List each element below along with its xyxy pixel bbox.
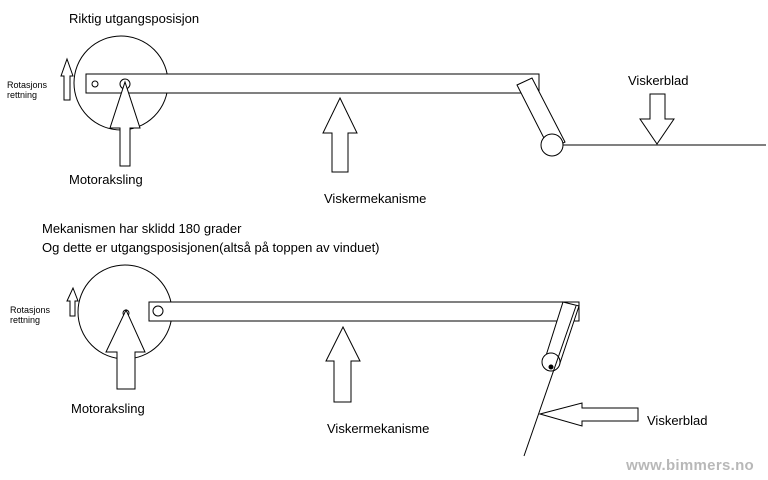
bottom-wiper-blade-arrow [538, 402, 639, 427]
top-mechanism-arm [85, 73, 540, 94]
bottom-mechanism-arm [148, 301, 580, 322]
site-watermark: www.bimmers.no [626, 457, 754, 474]
bottom-rotation-label-line1: Rotasjons [10, 305, 51, 315]
bottom-rotation-arrow [66, 286, 79, 317]
top-rotation-label: Rotasjons rettning [7, 80, 47, 101]
bottom-wiper-blade-label: Viskerblad [647, 413, 708, 428]
bottom-rotation-label-line2: rettning [10, 315, 41, 326]
top-diagram [60, 35, 766, 173]
top-wiper-link [516, 77, 566, 151]
top-wiper-blade-arrow [639, 93, 675, 145]
bottom-mechanism-arrow [325, 325, 361, 403]
bottom-arm-left-hole [152, 305, 164, 317]
bottom-motor-shaft-arrow [105, 308, 146, 390]
bottom-wiper-pivot-dot [548, 364, 554, 370]
top-rotation-arrow [60, 57, 74, 101]
top-motor-shaft-arrow [109, 80, 141, 167]
bottom-title-line1: Mekanismen har sklidd 180 grader [42, 221, 242, 236]
bottom-mechanism-label: Viskermekanisme [327, 421, 430, 436]
top-wiper-blade-label: Viskerblad [628, 73, 689, 88]
top-mechanism-arrow [322, 96, 358, 173]
top-arm-left-hole [91, 80, 99, 88]
bottom-diagram [66, 264, 639, 457]
top-rotation-label-line1: Rotasjons [7, 80, 48, 90]
top-wiper-pivot [540, 133, 564, 157]
top-motor-shaft-label: Motoraksling [69, 172, 143, 187]
top-mechanism-label: Viskermekanisme [324, 191, 427, 206]
top-title: Riktig utgangsposisjon [69, 11, 200, 26]
bottom-motor-shaft-label: Motoraksling [71, 401, 145, 416]
top-rotation-label-line2: rettning [7, 90, 38, 101]
bottom-title-line2: Og dette er utgangsposisjonen(altså på t… [42, 240, 380, 255]
bottom-rotation-label: Rotasjons rettning [10, 305, 50, 326]
bottom-wiper-blade-line [523, 305, 577, 457]
